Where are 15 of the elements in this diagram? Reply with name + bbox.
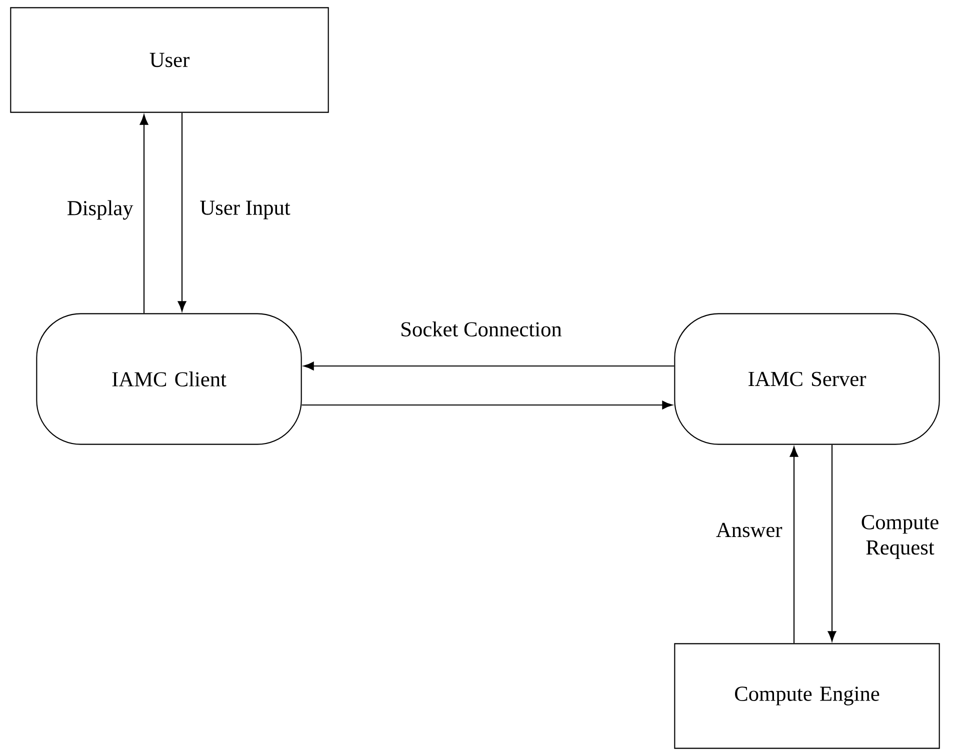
arrow [303, 362, 674, 370]
arrow [828, 444, 836, 642]
rounded-box: IAMC Server [674, 313, 940, 445]
process-box: User [10, 7, 329, 113]
arrow [140, 114, 148, 314]
arrow [790, 446, 798, 644]
edge-label: Compute Request [862, 515, 938, 559]
edge-label: Answer [716, 522, 782, 538]
process-box: Compute Engine [674, 643, 940, 749]
edge-label: Socket Connection [402, 322, 562, 337]
rounded-box: IAMC Client [36, 313, 302, 445]
arrow [178, 112, 186, 312]
edge-label: User Input [200, 200, 290, 220]
edge-label: Display [68, 200, 134, 220]
arrow [302, 400, 673, 410]
